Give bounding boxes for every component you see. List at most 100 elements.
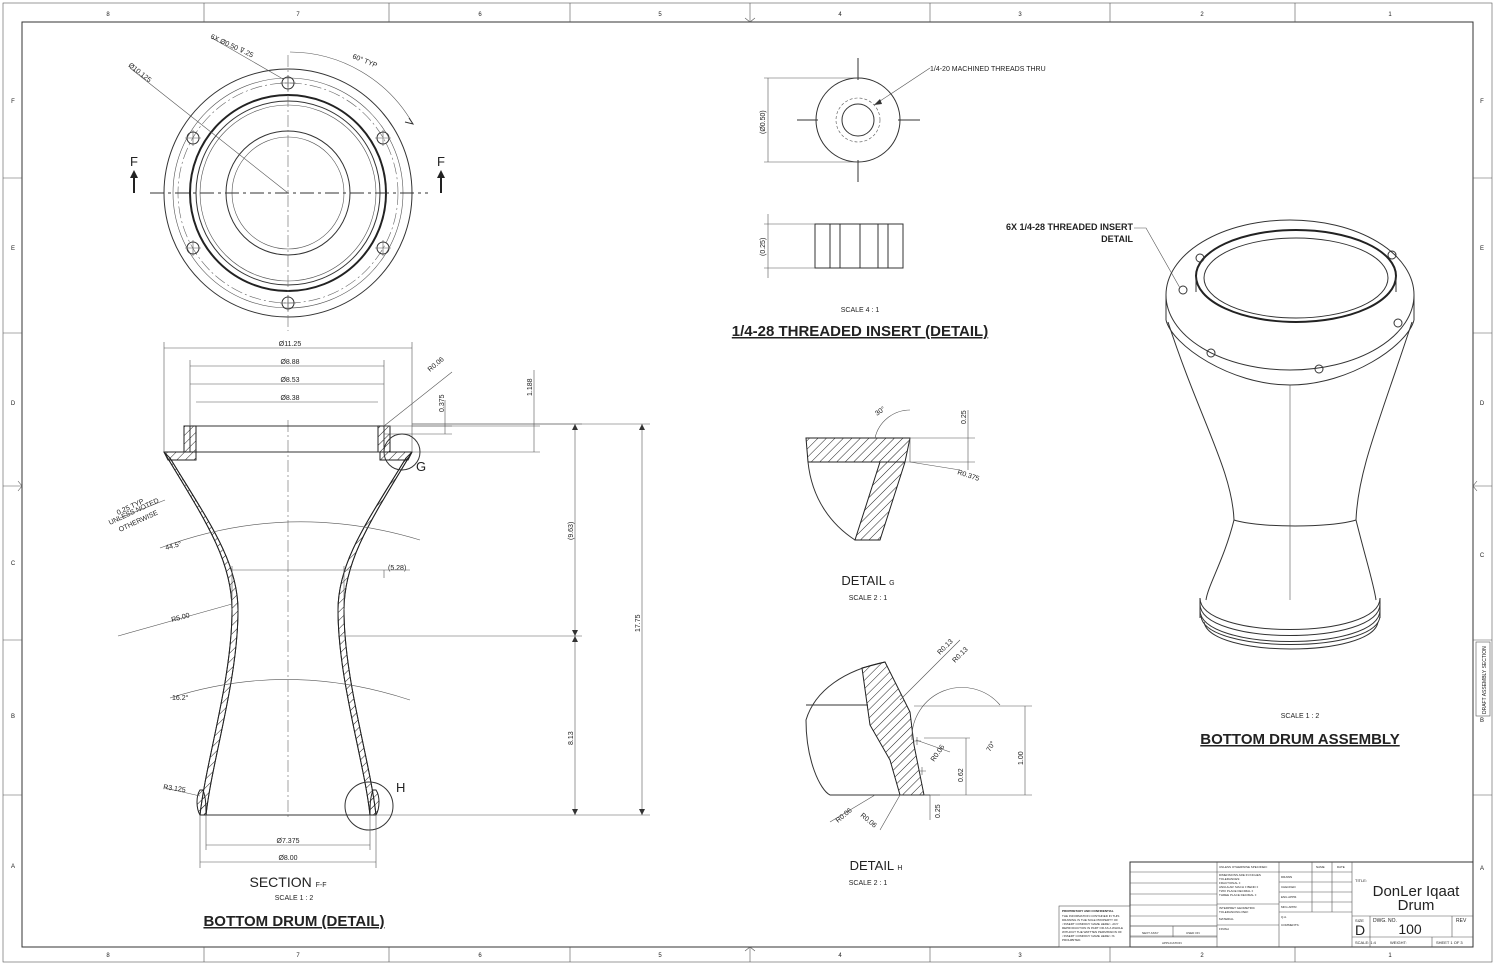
- tb-spec-5: TWO PLACE DECIMAL ±: [1219, 889, 1254, 893]
- detail-h-dim-0-62: 0.62: [958, 768, 965, 782]
- tb-size-label: SIZE: [1355, 918, 1364, 923]
- tb-weight: WEIGHT:: [1390, 940, 1407, 945]
- dim-8-38: Ø8.38: [280, 395, 299, 402]
- zone-left-c: C: [11, 561, 16, 567]
- zone-bottom-8: 8: [106, 953, 110, 959]
- tb-row-eng: ENG APPR.: [1281, 895, 1297, 899]
- tb-dwg-no: 100: [1398, 921, 1422, 937]
- tb-sheet: SHEET 1 OF 3: [1436, 940, 1463, 945]
- tb-row-mfg: MFG APPR.: [1281, 905, 1298, 909]
- detail-h-dim-1-00: 1.00: [1018, 751, 1025, 765]
- zone-top-8: 8: [106, 12, 110, 18]
- zone-top-4: 4: [838, 12, 842, 18]
- section-view: Ø11.25 Ø8.88 Ø8.53 Ø8.38 R0.06 0.375 1.1…: [108, 341, 650, 930]
- section-letter-left: F: [130, 154, 138, 169]
- assembly-title: BOTTOM DRUM ASSEMBLY: [1200, 731, 1399, 748]
- detail-h-dim-0-25: 0.25: [935, 804, 942, 818]
- tb-row-comments: COMMENTS:: [1281, 923, 1299, 927]
- dim-7-375: Ø7.375: [277, 838, 300, 845]
- detail-g-angle: 30°: [874, 405, 887, 418]
- bolt-holes: [185, 75, 391, 311]
- dim-8-88: Ø8.88: [280, 359, 299, 366]
- zone-bottom-4: 4: [838, 953, 842, 959]
- assembly-base-threads: [1199, 597, 1381, 650]
- detail-g-dim-025: 0.25: [961, 410, 968, 424]
- zone-left-e: E: [11, 246, 15, 252]
- radius-5-00: R5.00: [171, 612, 191, 624]
- tb-prop-2: DRAWING IS THE SOLE PROPERTY OF: [1062, 918, 1118, 922]
- detail-h-view: 1.00 0.62 70° R0.13 R0.13 R0.06 0.25 R0.…: [805, 638, 1032, 887]
- tb-prop-7: PROHIBITED.: [1062, 938, 1081, 942]
- tb-application: APPLICATION: [1162, 941, 1182, 945]
- tb-spec-1: DIMENSIONS ARE IN INCHES: [1219, 873, 1261, 877]
- insert-title: 1/4-28 THREADED INSERT (DETAIL): [732, 323, 988, 340]
- detail-h-angle: 70°: [985, 740, 997, 753]
- assembly-callout-1: 6X 1/4-28 THREADED INSERT: [1006, 222, 1134, 232]
- angle-44-5: 44.5°: [164, 540, 182, 552]
- zone-left-d: D: [11, 401, 16, 407]
- detail-h-r006-c: R0.06: [859, 812, 878, 829]
- tb-spec-2: TOLERANCES:: [1219, 877, 1240, 881]
- detail-h-label: DETAIL H: [850, 858, 903, 873]
- section-label: SECTION F-F: [249, 874, 326, 890]
- insert-view: 1/4-20 MACHINED THREADS THRU (Ø0.50) (0.…: [732, 58, 1046, 340]
- detail-g-scale: SCALE 2 : 1: [849, 595, 888, 602]
- title-block: UNLESS OTHERWISE SPECIFIED: DIMENSIONS A…: [1058, 861, 1474, 948]
- assembly-view: 6X 1/4-28 THREADED INSERT DETAIL SCALE 1…: [1006, 219, 1415, 748]
- radius-3-125: R3.125: [163, 784, 186, 794]
- zone-bottom-6: 6: [478, 953, 482, 959]
- tb-prop-1: THE INFORMATION CONTAINED IN THIS: [1062, 914, 1119, 918]
- zone-bottom-5: 5: [658, 953, 662, 959]
- tb-prop-6: <INSERT COMPANY NAME HERE> IS: [1062, 934, 1114, 938]
- zone-bottom-1: 1: [1388, 953, 1392, 959]
- angle-16-2: 16.2°: [172, 694, 189, 702]
- detail-h-r006: R0.06: [930, 744, 947, 763]
- angle-label: 60° TYP: [351, 52, 378, 69]
- dim-5-28: (5.28): [388, 565, 406, 572]
- outer-dia-label: Ø10.125: [127, 62, 153, 84]
- detail-h-r006-b: R0.06: [835, 807, 854, 824]
- dim-11-25: Ø11.25: [279, 341, 302, 348]
- tb-spec-3: FRACTIONAL ±: [1219, 881, 1241, 885]
- zone-top-6: 6: [478, 12, 482, 18]
- detail-g-letter: G: [416, 459, 426, 474]
- dim-0-375: 0.375: [439, 394, 446, 412]
- tb-name-col: NAME: [1316, 865, 1325, 869]
- tb-row-drawn: DRAWN: [1281, 875, 1292, 879]
- detail-g-dim-r0375: R0.375: [956, 469, 980, 483]
- insert-scale: SCALE 4 : 1: [841, 307, 880, 314]
- tb-next-assy: NEXT ASSY: [1142, 931, 1159, 935]
- zone-right-d: D: [1480, 401, 1485, 407]
- section-scale: SCALE 1 : 2: [275, 895, 314, 902]
- zone-left-a: A: [11, 864, 15, 870]
- tb-prop-0: PROPRIETARY AND CONFIDENTIAL: [1062, 909, 1114, 913]
- tb-prop-4: REPRODUCTION IN PART OR AS A WHOLE: [1062, 926, 1123, 930]
- zone-bottom-3: 3: [1018, 953, 1022, 959]
- dim-8-13: 8.13: [568, 731, 575, 745]
- tb-spec-4: ANGULAR: MACH ± BEND ±: [1219, 885, 1258, 889]
- detail-h-r013-b: R0.13: [951, 646, 969, 664]
- zone-right-f: F: [1480, 99, 1484, 105]
- tb-spec-7: INTERPRET GEOMETRIC: [1219, 906, 1256, 910]
- dim-9-63: (9.63): [568, 522, 575, 540]
- zone-top-3: 3: [1018, 12, 1022, 18]
- zone-left-b: B: [11, 714, 15, 720]
- thread-note: 1/4-20 MACHINED THREADS THRU: [930, 66, 1046, 73]
- zone-top-2: 2: [1200, 12, 1204, 18]
- detail-g-view: 0.25 R0.375 30° DETAIL G SCALE 2 : 1: [805, 405, 980, 602]
- tb-spec-9: MATERIAL: [1219, 917, 1234, 921]
- tb-scale: SCALE: 1:4: [1355, 940, 1377, 945]
- zone-right-b: B: [1480, 718, 1484, 724]
- dim-1-188: 1.188: [527, 378, 534, 396]
- zone-top-1: 1: [1388, 12, 1392, 18]
- top-view: 6X Ø0.50 ⊽.25 Ø10.125 60° TYP F F: [127, 33, 445, 331]
- tb-row-checked: CHECKED: [1281, 885, 1297, 889]
- detail-g-label: DETAIL G: [841, 573, 894, 588]
- side-tab-text: DRAFT ASSEMBLY SECTION: [1482, 646, 1488, 714]
- dim-17-75: 17.75: [635, 614, 642, 632]
- tb-spec-6: THREE PLACE DECIMAL ±: [1219, 893, 1257, 897]
- tb-title-label: TITLE:: [1355, 878, 1367, 883]
- zone-left-f: F: [11, 99, 15, 105]
- zone-right-a: A: [1480, 866, 1484, 872]
- detail-h-letter: H: [396, 780, 405, 795]
